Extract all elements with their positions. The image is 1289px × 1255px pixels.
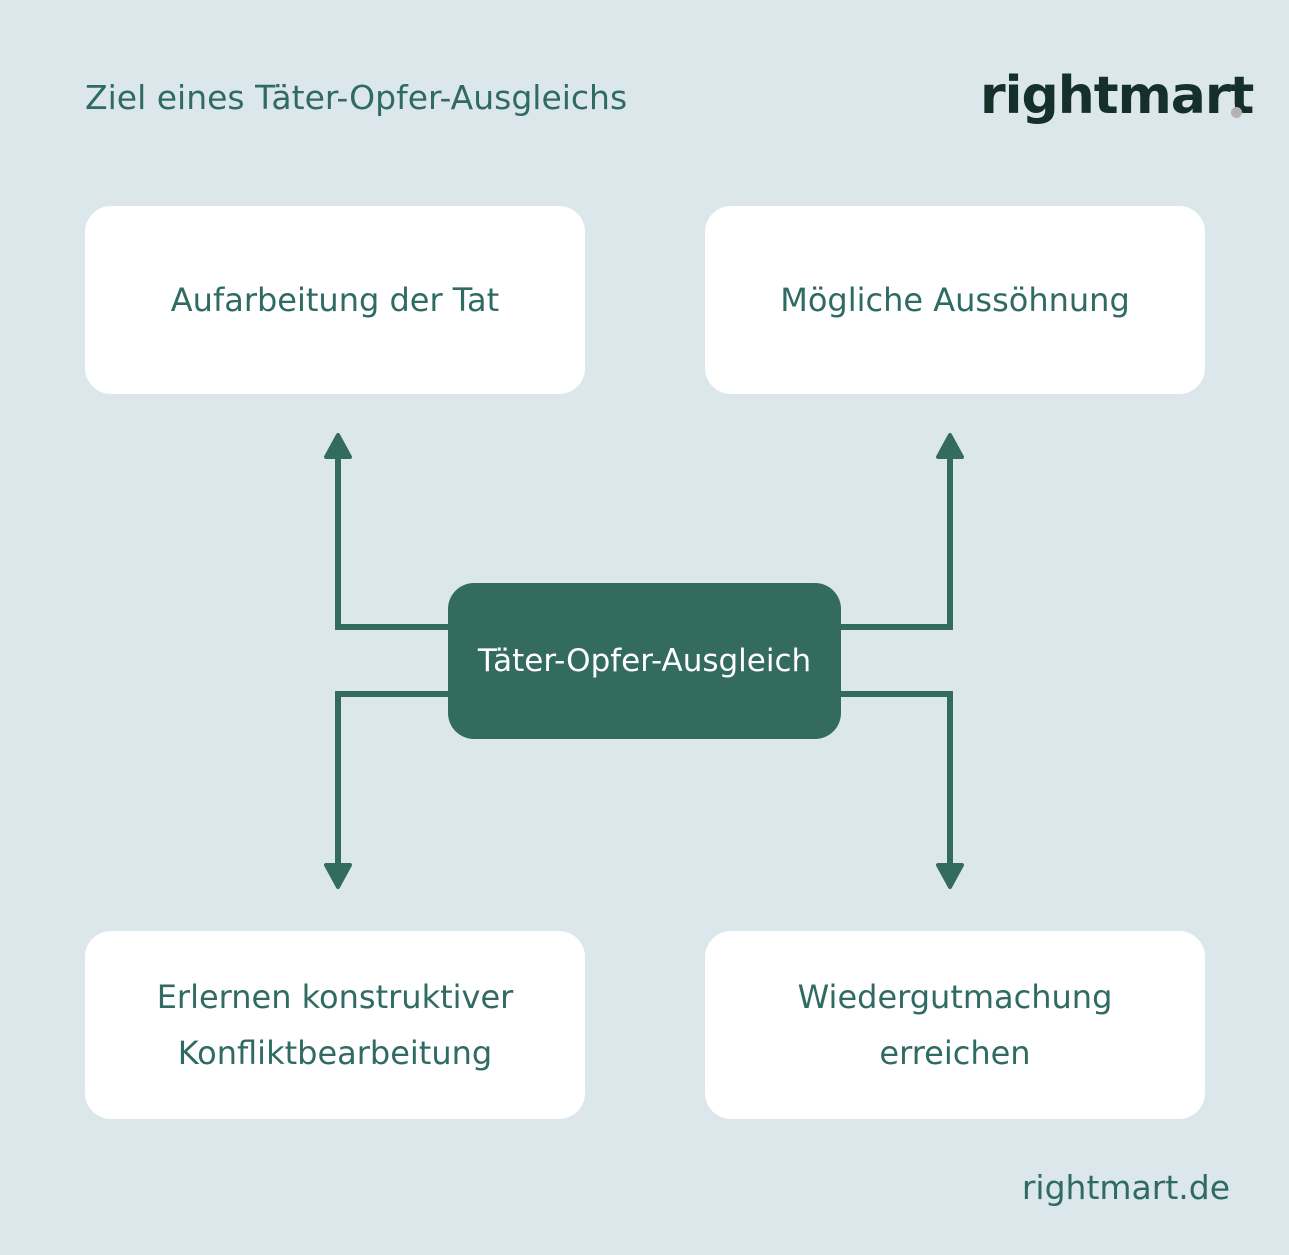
goal-box-konfliktbearbeitung: Erlernen konstruktiver Konfliktbearbeitu… bbox=[85, 931, 585, 1119]
goal-box-aussoehnung: Mögliche Aussöhnung bbox=[705, 206, 1205, 394]
goal-box-wiedergutmachung: Wiedergutmachung erreichen bbox=[705, 931, 1205, 1119]
center-node: Täter-Opfer-Ausgleich bbox=[448, 583, 841, 739]
arrow-down-icon bbox=[936, 863, 964, 889]
goal-label: Wiedergutmachung erreichen bbox=[797, 978, 1113, 1072]
connector-top-right bbox=[841, 452, 953, 630]
arrow-up-icon bbox=[936, 433, 964, 459]
logo-text: rightmart bbox=[980, 66, 1254, 126]
arrow-up-icon bbox=[324, 433, 352, 459]
connector-bottom-right bbox=[841, 691, 953, 870]
goal-label: Aufarbeitung der Tat bbox=[170, 281, 500, 319]
logo-dot bbox=[1231, 107, 1242, 118]
goal-label: Mögliche Aussöhnung bbox=[780, 281, 1130, 319]
goal-box-aufarbeitung: Aufarbeitung der Tat bbox=[85, 206, 585, 394]
page-title: Ziel eines Täter-Opfer-Ausgleichs bbox=[85, 78, 628, 117]
arrow-down-icon bbox=[324, 863, 352, 889]
center-label: Täter-Opfer-Ausgleich bbox=[477, 643, 812, 679]
goal-label: Erlernen konstruktiver Konfliktbearbeitu… bbox=[156, 978, 514, 1072]
footer-url: rightmart.de bbox=[1021, 1168, 1230, 1207]
connector-bottom-left bbox=[335, 691, 448, 870]
connector-top-left bbox=[335, 452, 448, 630]
